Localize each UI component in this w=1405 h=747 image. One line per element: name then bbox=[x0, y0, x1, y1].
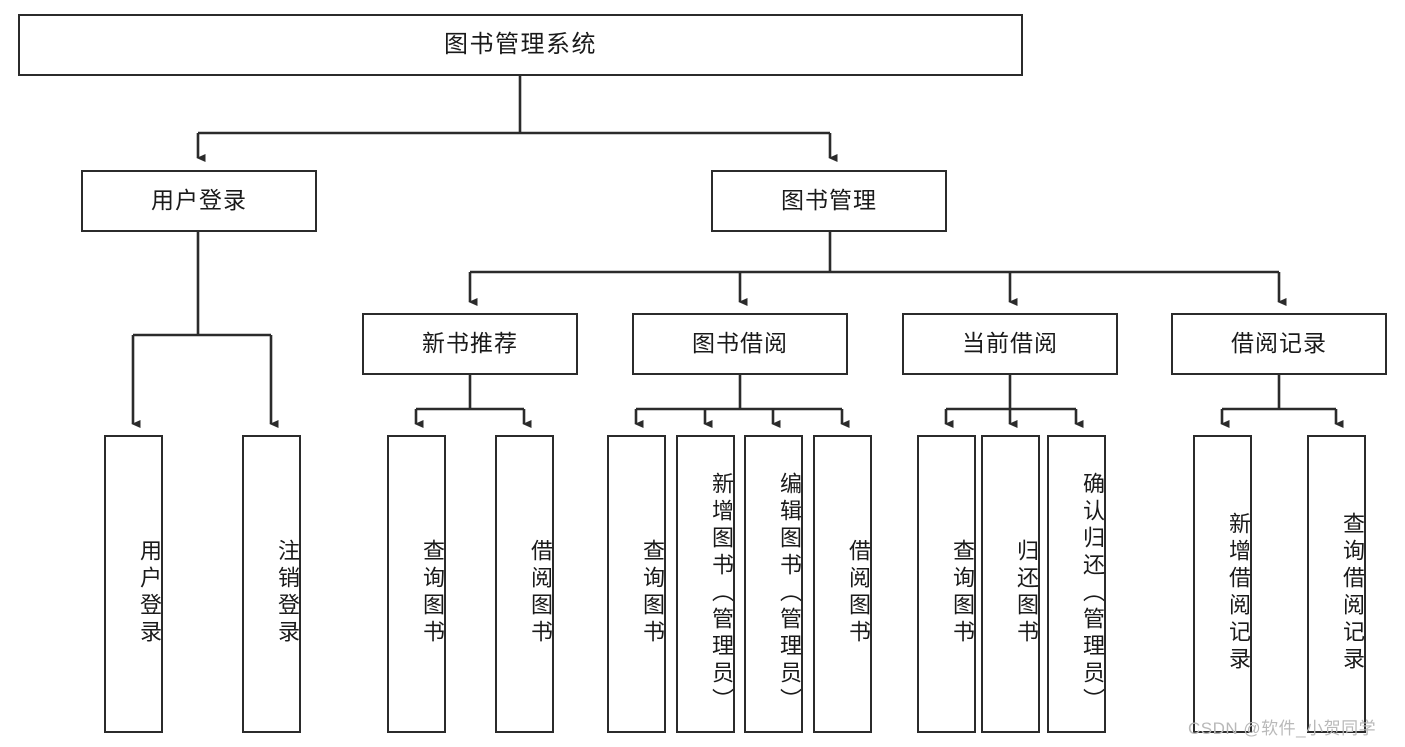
node-leaf-edit-book-label: 编辑图书（管理员） bbox=[777, 471, 802, 715]
node-leaf-query-book-2[interactable]: 查询图书 bbox=[607, 435, 666, 733]
node-book-borrow-label: 图书借阅 bbox=[692, 330, 788, 357]
node-leaf-user-login[interactable]: 用户登录 bbox=[104, 435, 163, 733]
node-new-book-rec-label: 新书推荐 bbox=[422, 330, 518, 357]
watermark: CSDN @软件_小贺同学 bbox=[1188, 719, 1377, 738]
node-book-borrow[interactable]: 图书借阅 bbox=[632, 313, 848, 375]
node-leaf-user-logout[interactable]: 注销登录 bbox=[242, 435, 301, 733]
node-leaf-edit-book[interactable]: 编辑图书（管理员） bbox=[744, 435, 803, 733]
node-leaf-user-login-label: 用户登录 bbox=[137, 539, 162, 647]
node-leaf-add-book[interactable]: 新增图书（管理员） bbox=[676, 435, 735, 733]
node-leaf-query-book-3[interactable]: 查询图书 bbox=[917, 435, 976, 733]
node-leaf-query-record-label: 查询借阅记录 bbox=[1340, 512, 1365, 674]
node-leaf-query-book-3-label: 查询图书 bbox=[950, 539, 975, 647]
node-current-borrow-label: 当前借阅 bbox=[962, 330, 1058, 357]
node-leaf-return-book[interactable]: 归还图书 bbox=[981, 435, 1040, 733]
node-leaf-add-record-label: 新增借阅记录 bbox=[1226, 512, 1251, 674]
node-leaf-borrow-book-2[interactable]: 借阅图书 bbox=[813, 435, 872, 733]
node-leaf-borrow-book-2-label: 借阅图书 bbox=[846, 539, 871, 647]
node-leaf-query-book-2-label: 查询图书 bbox=[640, 539, 665, 647]
node-user-login-label: 用户登录 bbox=[151, 187, 247, 214]
node-current-borrow[interactable]: 当前借阅 bbox=[902, 313, 1118, 375]
node-leaf-query-book-1-label: 查询图书 bbox=[420, 539, 445, 647]
node-root[interactable]: 图书管理系统 bbox=[18, 14, 1023, 76]
node-root-label: 图书管理系统 bbox=[444, 30, 597, 58]
node-leaf-borrow-book-1[interactable]: 借阅图书 bbox=[495, 435, 554, 733]
node-leaf-add-record[interactable]: 新增借阅记录 bbox=[1193, 435, 1252, 733]
node-leaf-confirm-return-label: 确认归还（管理员） bbox=[1080, 471, 1105, 715]
node-leaf-query-record[interactable]: 查询借阅记录 bbox=[1307, 435, 1366, 733]
node-leaf-confirm-return[interactable]: 确认归还（管理员） bbox=[1047, 435, 1106, 733]
node-leaf-add-book-label: 新增图书（管理员） bbox=[709, 471, 734, 715]
node-borrow-record-label: 借阅记录 bbox=[1231, 330, 1327, 357]
node-book-manage[interactable]: 图书管理 bbox=[711, 170, 947, 232]
node-borrow-record[interactable]: 借阅记录 bbox=[1171, 313, 1387, 375]
node-leaf-query-book-1[interactable]: 查询图书 bbox=[387, 435, 446, 733]
node-book-manage-label: 图书管理 bbox=[781, 187, 877, 214]
node-leaf-return-book-label: 归还图书 bbox=[1014, 539, 1039, 647]
node-leaf-user-logout-label: 注销登录 bbox=[275, 539, 300, 647]
node-user-login[interactable]: 用户登录 bbox=[81, 170, 317, 232]
node-leaf-borrow-book-1-label: 借阅图书 bbox=[528, 539, 553, 647]
node-new-book-rec[interactable]: 新书推荐 bbox=[362, 313, 578, 375]
